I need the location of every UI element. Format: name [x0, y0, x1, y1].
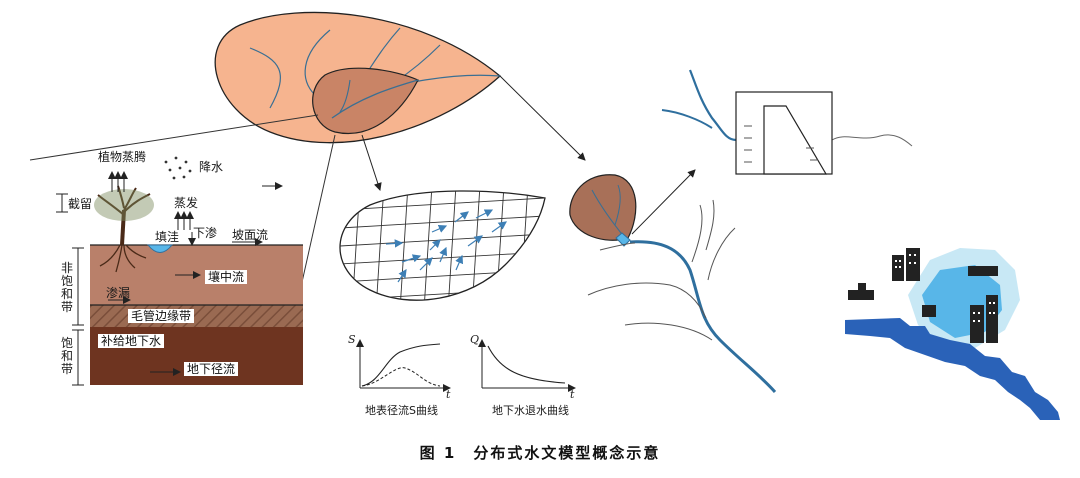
label-infiltration: 下渗 — [193, 226, 218, 240]
label-percolation: 渗漏 — [106, 286, 131, 300]
s-curve-x-axis-label: t — [446, 388, 451, 401]
recession-caption: 地下水退水曲线 — [492, 404, 569, 417]
label-groundwater-recharge: 补给地下水 — [98, 334, 165, 348]
figure-caption: 图 1 分布式水文模型概念示意 — [419, 444, 661, 462]
label-unsaturated-zone: 非饱和带 — [60, 261, 73, 314]
subcatchment — [312, 67, 419, 134]
recession-curve-chart — [478, 339, 576, 392]
s-curve-caption: 地表径流S曲线 — [365, 404, 438, 417]
small-basin — [569, 174, 637, 247]
s-curve-chart — [356, 339, 451, 392]
label-precipitation: 降水 — [199, 160, 224, 174]
label-saturated-zone: 饱和带 — [60, 336, 73, 376]
process-arrows — [108, 171, 263, 376]
river-network — [587, 69, 913, 393]
grid-catchment — [339, 190, 546, 301]
label-plant-evapotranspiration: 植物蒸腾 — [98, 150, 147, 164]
urban-area — [845, 248, 1060, 420]
label-interception: 截留 — [68, 197, 93, 211]
zone-braces — [56, 193, 84, 386]
recession-y-axis-label: Q — [470, 333, 480, 346]
label-groundwater-flow: 地下径流 — [184, 362, 239, 376]
arrow-to-grid — [361, 134, 382, 191]
label-overland-flow: 坡面流 — [232, 228, 269, 242]
label-interflow: 壤中流 — [205, 270, 248, 284]
projection-line-down — [297, 134, 336, 301]
label-depression-storage: 填洼 — [155, 230, 180, 244]
arrow-to-reservoir — [631, 169, 696, 235]
label-evaporation: 蒸发 — [174, 196, 199, 210]
label-capillary-fringe: 毛管边缘带 — [128, 309, 195, 323]
s-curve-y-axis-label: S — [348, 333, 356, 346]
rain-drops — [164, 156, 192, 180]
arrow-to-small-basin — [499, 75, 586, 161]
recession-x-axis-label: t — [570, 388, 575, 401]
reservoir-dam — [735, 91, 833, 175]
projection-line-left — [29, 114, 319, 161]
